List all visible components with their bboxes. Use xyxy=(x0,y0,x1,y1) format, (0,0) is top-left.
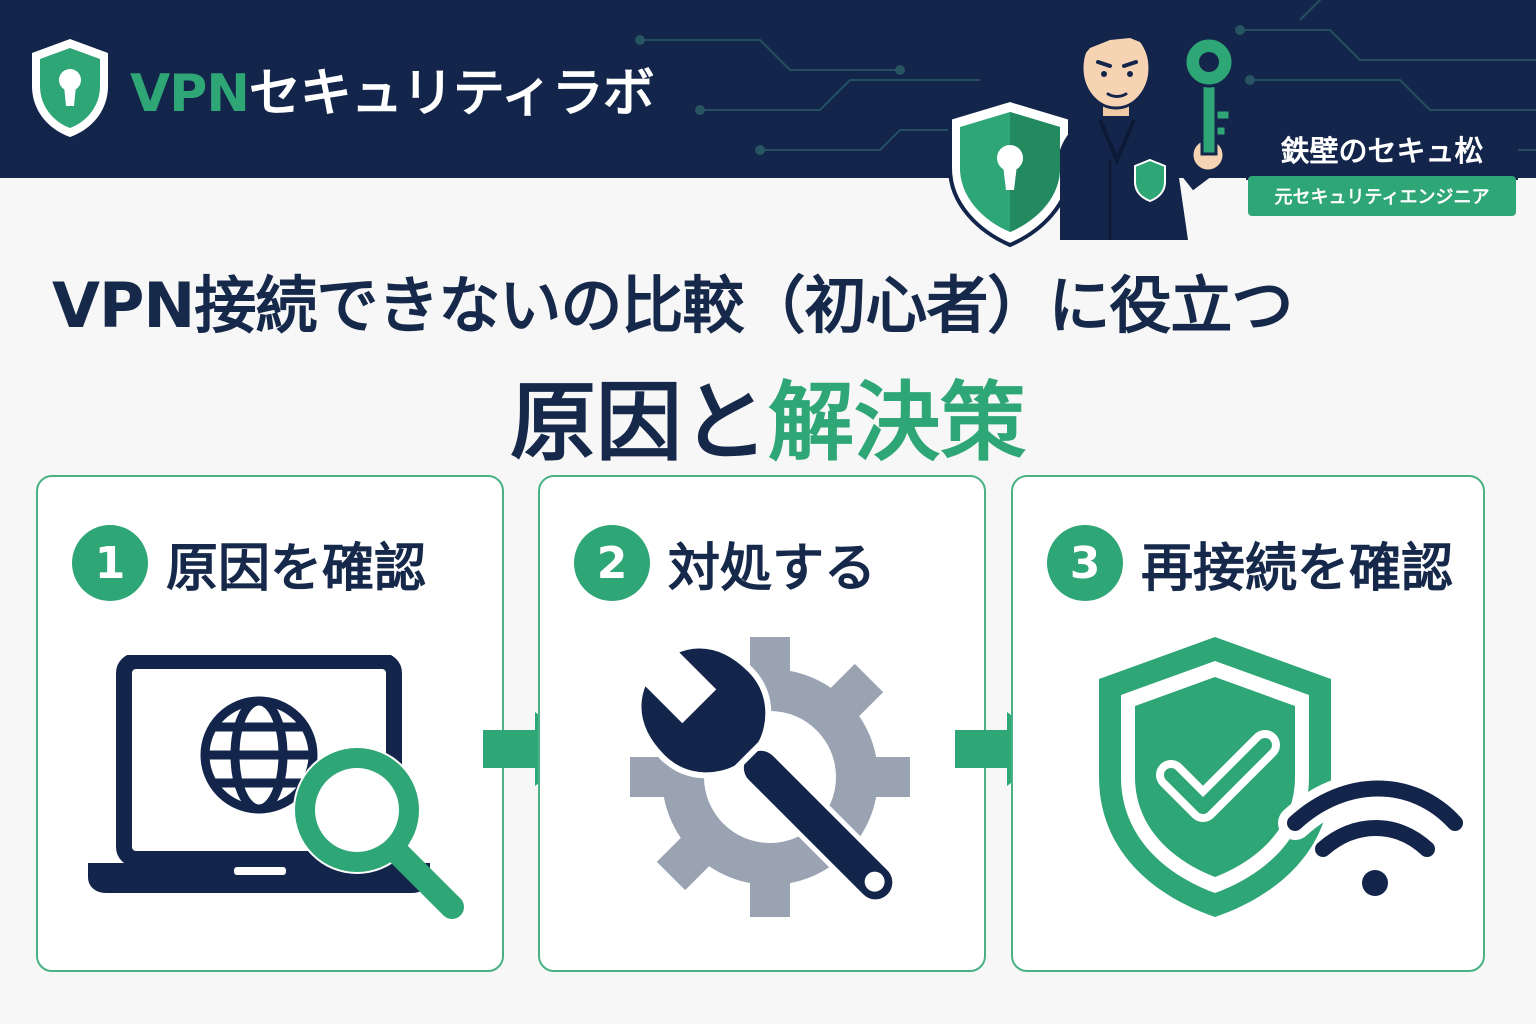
brand-name: VPNセキュリティラボ xyxy=(130,51,655,126)
step-number-badge: 1 xyxy=(72,525,148,601)
step-card-2[interactable]: 2 対処する xyxy=(538,475,986,972)
mascot-shield-icon xyxy=(948,97,1072,248)
step-label: 再接続を確認 xyxy=(1141,538,1454,599)
header-banner: VPNセキュリティラボ xyxy=(0,0,1536,178)
step-header: 1 原因を確認 xyxy=(72,525,426,601)
mascot-illustration xyxy=(948,11,1235,248)
step-label: 原因を確認 xyxy=(166,538,427,599)
step-label: 対処する xyxy=(668,538,877,599)
step-header: 2 対処する xyxy=(574,525,876,601)
subtitle-dark: 原因と xyxy=(510,373,768,473)
subtitle-green: 解決策 xyxy=(768,373,1026,473)
step-card-1[interactable]: 1 原因を確認 xyxy=(36,475,504,972)
page-subtitle: 原因と解決策 xyxy=(0,352,1536,477)
laptop-globe-magnifier-icon xyxy=(88,655,464,919)
page-title: VPN接続できないの比較（初心者）に役立つ xyxy=(52,269,1293,342)
brand-name-vpn: VPN xyxy=(130,63,250,124)
persona-role-badge: 元セキュリティエンジニア xyxy=(1248,176,1516,216)
brand-logo[interactable]: VPNセキュリティラボ xyxy=(28,36,655,140)
step-number-badge: 3 xyxy=(1047,525,1123,601)
step-number-badge: 2 xyxy=(574,525,650,601)
wrench-gear-icon xyxy=(630,637,910,917)
persona-name: 鉄壁のセキュ松 xyxy=(1246,118,1518,180)
shield-keyhole-icon xyxy=(32,39,108,137)
circuit-pattern-icon xyxy=(635,0,1536,155)
shield-check-wifi-icon xyxy=(1099,637,1463,917)
step-card-3[interactable]: 3 再接続を確認 xyxy=(1011,475,1485,972)
brand-name-rest: セキュリティラボ xyxy=(248,63,655,124)
step-header: 3 再接続を確認 xyxy=(1047,525,1453,601)
key-icon xyxy=(1183,36,1235,156)
